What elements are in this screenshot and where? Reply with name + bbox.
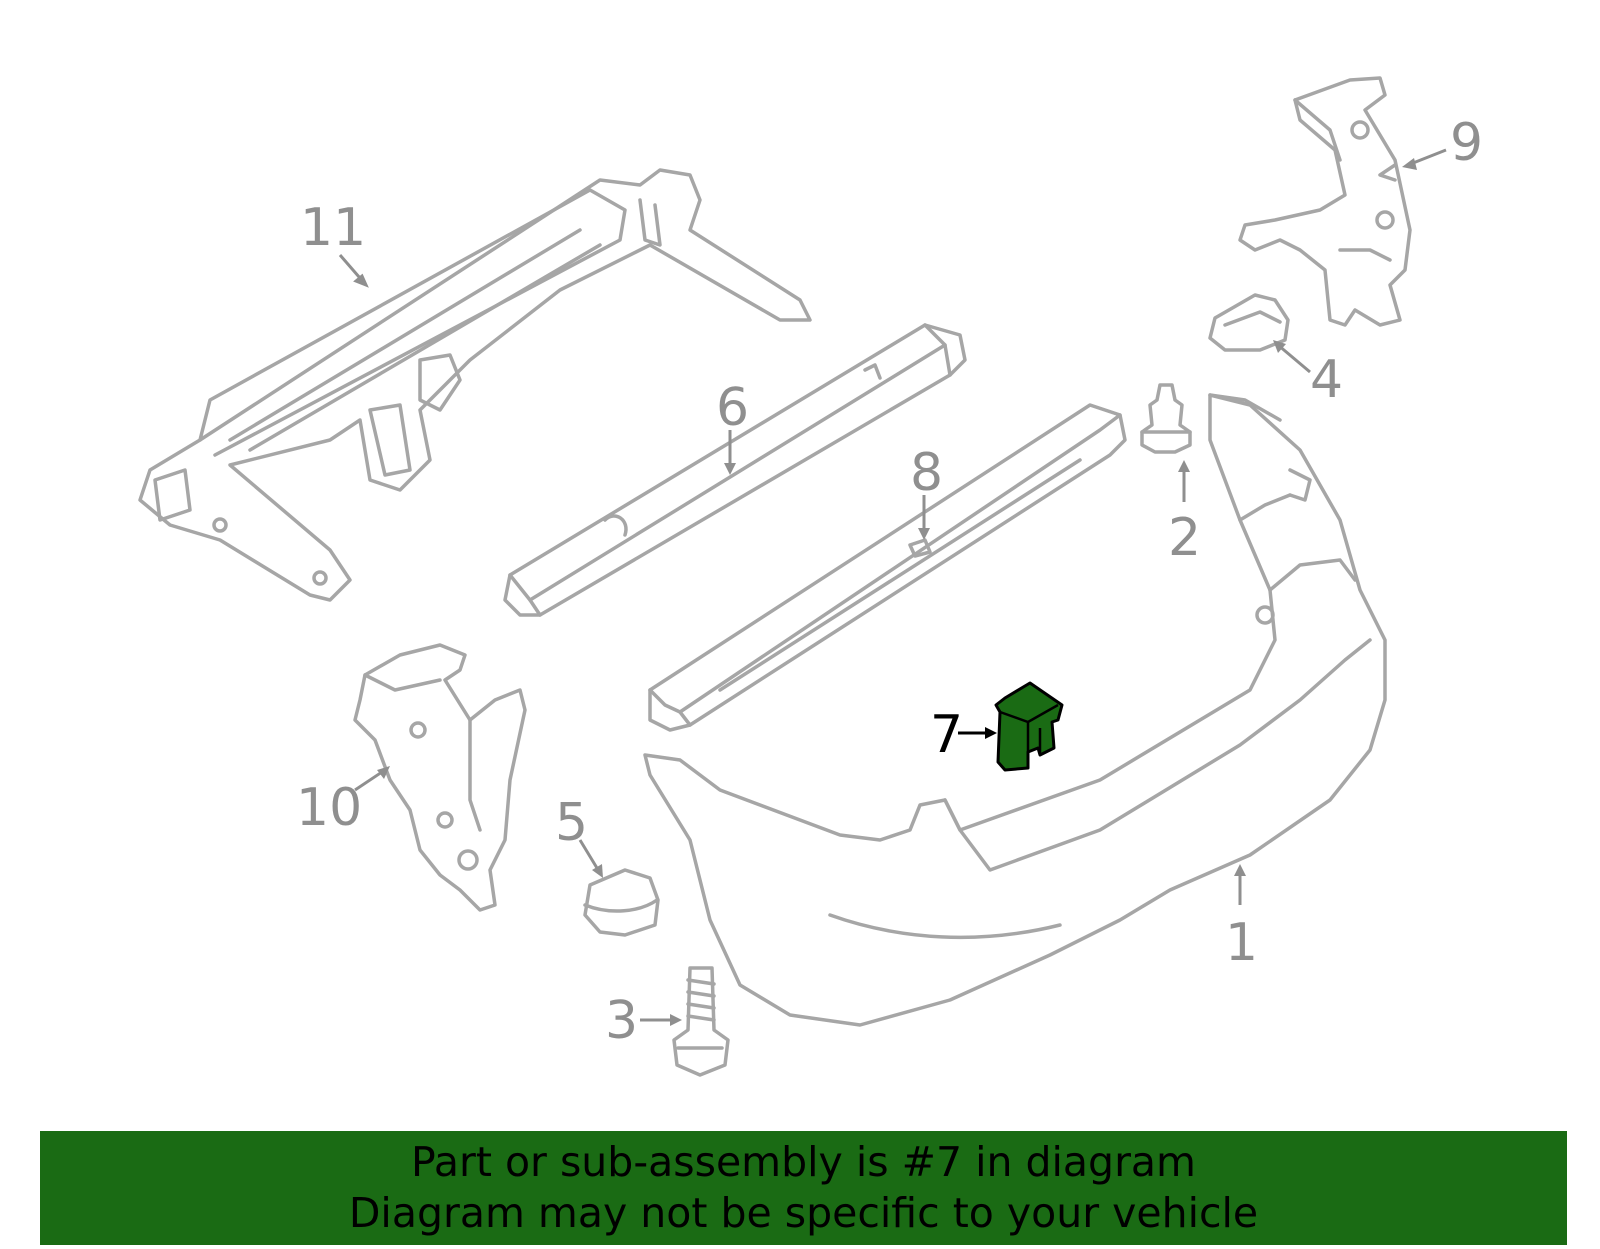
- part-7-highlighted[interactable]: [994, 681, 1064, 772]
- callout-7-highlighted: 7: [930, 705, 963, 765]
- callout-10: 10: [296, 778, 362, 838]
- part-10-bracket[interactable]: [353, 643, 527, 912]
- part-4-pad[interactable]: [1208, 293, 1290, 352]
- callout-1: 1: [1225, 913, 1258, 973]
- part-9-bracket[interactable]: [1238, 76, 1412, 327]
- callout-9: 9: [1450, 113, 1483, 173]
- callout-4: 4: [1310, 350, 1343, 410]
- callout-8: 8: [910, 443, 943, 503]
- callout-2: 2: [1168, 508, 1201, 568]
- callout-11: 11: [300, 198, 366, 258]
- callout-6: 6: [716, 378, 749, 438]
- part-3-bolt[interactable]: [672, 966, 730, 1077]
- footer-line-1: Part or sub-assembly is #7 in diagram: [411, 1138, 1196, 1186]
- footer-line-2: Diagram may not be specific to your vehi…: [348, 1189, 1259, 1237]
- part-2-clip[interactable]: [1140, 383, 1192, 454]
- callout-arrows: [338, 148, 1447, 1026]
- callout-3: 3: [605, 991, 638, 1051]
- part-11-crossmember[interactable]: [138, 168, 812, 602]
- part-8-reinforcement[interactable]: [648, 403, 1127, 732]
- part-5-cap[interactable]: [583, 868, 660, 937]
- footer-banner: Part or sub-assembly is #7 in diagram Di…: [40, 1131, 1567, 1245]
- part-6-beam[interactable]: [503, 323, 967, 617]
- part-1-bumper-cover[interactable]: [643, 393, 1387, 1027]
- callout-5: 5: [555, 793, 588, 853]
